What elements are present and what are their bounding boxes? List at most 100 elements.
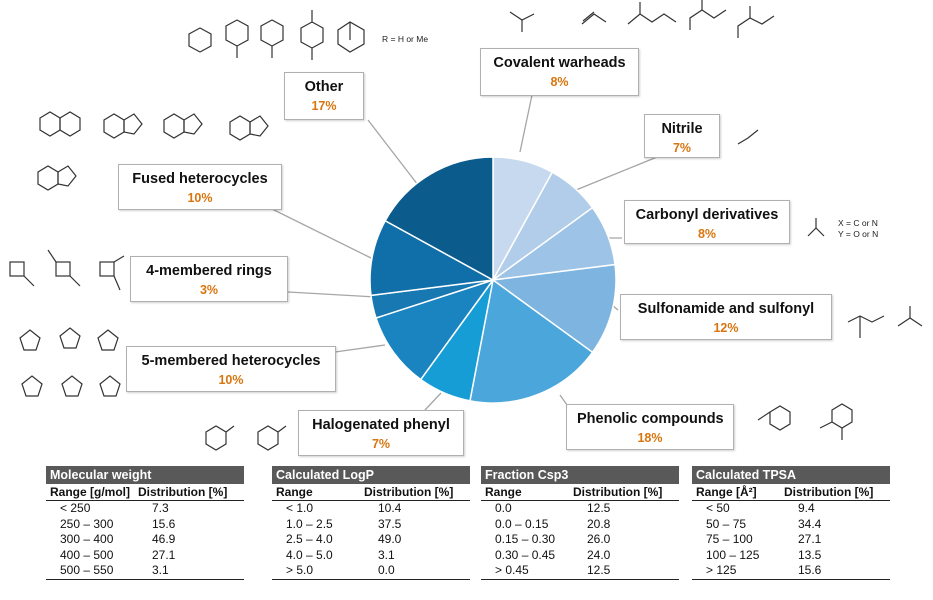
slice-label-percent: 3% xyxy=(199,283,219,297)
slice-label-name: Covalent warheads xyxy=(493,55,626,71)
slice-label-percent: 10% xyxy=(187,191,213,205)
callout-phenolic: Phenolic compounds 18% xyxy=(566,404,734,450)
pie-slice-fused-heterocycles xyxy=(369,219,496,297)
pie-slice-phenolic-compounds xyxy=(469,278,594,404)
slice-label-name: Carbonyl derivatives xyxy=(635,207,779,223)
callout-carbonyl: Carbonyl derivatives 8% xyxy=(624,200,790,244)
note-carbonyl-x: X = C or N xyxy=(838,218,878,228)
slice-label-percent: 8% xyxy=(697,227,717,241)
table-tpsa: Calculated TPSA Range [Å²] Distribution [… xyxy=(692,466,890,580)
pyridine-structure xyxy=(188,27,212,53)
pie-slice-other xyxy=(384,156,494,282)
table-title: Molecular weight xyxy=(46,466,244,484)
slice-label-percent: 18% xyxy=(637,431,663,445)
slice-label-name: 4-membered rings xyxy=(146,263,272,279)
callout-other: Other 17% xyxy=(284,72,364,120)
nitrile-structure xyxy=(737,129,759,145)
slice-label-name: Sulfonamide and sulfonyl xyxy=(637,301,815,317)
phenolic-structures xyxy=(757,403,853,440)
leader-halogen xyxy=(424,392,442,411)
leader-covalent xyxy=(519,94,533,153)
fused-heterocycle-structures xyxy=(37,111,269,191)
column-header-range: Range [g/mol] xyxy=(50,485,130,499)
note-carbonyl: X = C or N Y = O or N xyxy=(838,218,878,240)
note-other-r: R = H or Me xyxy=(382,34,429,44)
column-header-range: Range [Å²] xyxy=(696,485,757,499)
leader-lines xyxy=(269,94,663,413)
table-title: Calculated LogP xyxy=(272,466,470,484)
table-title: Fraction Csp3 xyxy=(481,466,679,484)
note-carbonyl-y: Y = O or N xyxy=(838,229,879,239)
slice-label-percent: 12% xyxy=(713,321,739,335)
callout-sulfonamide: Sulfonamide and sulfonyl 12% xyxy=(620,294,832,340)
slice-label-percent: 7% xyxy=(371,437,391,451)
leader-5ring xyxy=(334,344,386,353)
callout-5ring: 5-membered heterocycles 10% xyxy=(126,346,336,392)
slice-label-name: Phenolic compounds xyxy=(577,411,724,427)
carbonyl-structure xyxy=(807,227,825,237)
leader-fused xyxy=(269,207,372,259)
leader-4ring xyxy=(287,291,377,298)
callout-fused: Fused heterocycles 10% xyxy=(118,164,282,210)
structure-sketches xyxy=(9,0,923,451)
column-header-range: Range xyxy=(276,485,313,499)
slice-label-percent: 7% xyxy=(672,141,692,155)
slice-label-name: Other xyxy=(304,79,344,95)
slice-label-name: 5-membered heterocycles xyxy=(141,353,321,369)
slice-label-percent: 8% xyxy=(550,75,569,89)
column-header-distribution: Distribution [%] xyxy=(138,485,228,499)
sulfonyl-structures xyxy=(847,306,923,338)
callout-nitrile: Nitrile 7% xyxy=(644,114,720,158)
table-molecular-weight: Molecular weight Range [g/mol] Distributi… xyxy=(46,466,244,580)
table-logp: Calculated LogP Range Distribution [%] < … xyxy=(272,466,470,580)
four-ring-structures xyxy=(9,249,125,291)
slice-label-percent: 10% xyxy=(218,373,244,387)
five-ring-structures xyxy=(19,327,121,397)
callout-covalent: Covalent warheads 8% xyxy=(480,48,639,96)
slice-label-name: Halogenated phenyl xyxy=(312,417,450,433)
bicyclic-structure xyxy=(337,21,365,53)
pie-slice-5-membered-heterocycles xyxy=(375,278,495,381)
morpholine-structure xyxy=(225,19,249,47)
pie-slice-sulfonamide-and-sulfonyl xyxy=(491,263,617,354)
column-header-distribution: Distribution [%] xyxy=(573,485,663,499)
callout-4ring: 4-membered rings 3% xyxy=(130,256,288,302)
slice-label-percent: 17% xyxy=(311,99,337,113)
column-header-distribution: Distribution [%] xyxy=(784,485,874,499)
slice-label-name: Nitrile xyxy=(661,121,703,137)
column-header-distribution: Distribution [%] xyxy=(364,485,454,499)
slice-label-name: Fused heterocycles xyxy=(132,171,268,187)
leader-other xyxy=(367,119,419,186)
warhead-structures xyxy=(509,0,775,38)
column-header-range: Range xyxy=(485,485,522,499)
thiomorpholine-structure xyxy=(260,19,284,47)
table-title: Calculated TPSA xyxy=(692,466,890,484)
piperazine-structure xyxy=(300,21,324,49)
callout-halogen: Halogenated phenyl 7% xyxy=(298,410,464,456)
leader-nitrile xyxy=(575,154,663,191)
pie-chart xyxy=(9,0,923,451)
pie-slices xyxy=(369,156,617,404)
halogen-phenyl-structures xyxy=(205,425,287,451)
